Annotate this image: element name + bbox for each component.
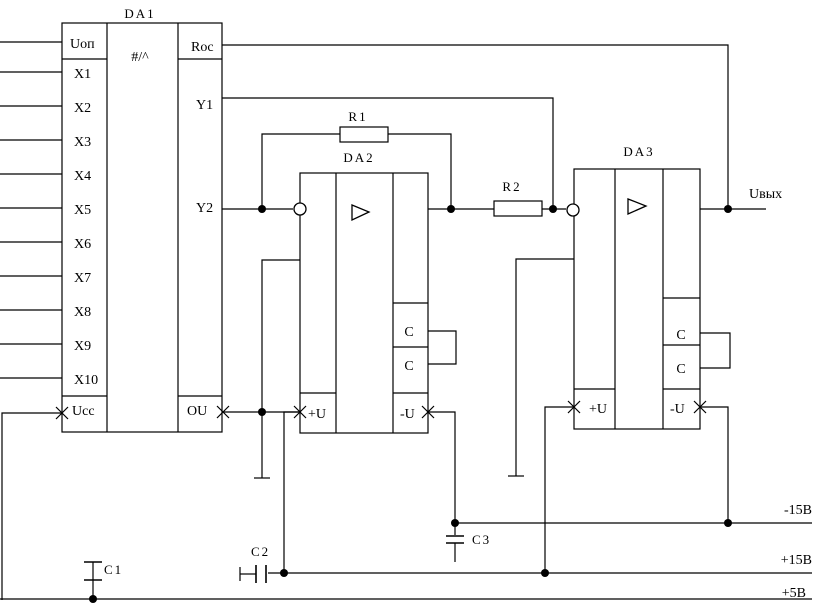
da2-c1: C	[404, 325, 413, 340]
pin-y2: Y2	[196, 201, 213, 216]
output-label: Uвых	[749, 187, 782, 202]
da1-symbol: #/^	[131, 50, 149, 65]
capacitor-c1: C1	[84, 561, 123, 581]
pin-y1: Y1	[196, 98, 213, 113]
junction-dots	[89, 205, 732, 603]
da1-title: DA1	[124, 6, 155, 21]
da1-right-pins: Roc Y1 Y2 OU	[187, 40, 230, 419]
pin-x1: X1	[74, 67, 91, 82]
r1-label: R1	[348, 109, 367, 124]
rail-neg15-label: -15В	[784, 503, 812, 518]
pin-x8: X8	[74, 305, 91, 320]
da2-inverting-input	[293, 202, 307, 216]
capacitor-c2: C2	[239, 544, 270, 583]
junction-dot	[258, 408, 266, 416]
da2-opamp: DA2 C C +U -U	[293, 150, 457, 434]
pin-roc: Roc	[191, 40, 214, 55]
resistor-r2: R2	[493, 179, 543, 217]
pin-x9: X9	[74, 339, 91, 354]
da1-left-pins: Uоп X1 X2 X3 X4 X5 X6 X7 X8 X9 X10 Ucc	[0, 37, 98, 600]
junction-dot	[258, 205, 266, 213]
da3-inverting-input	[566, 203, 580, 217]
pin-x4: X4	[74, 169, 91, 184]
junction-dot	[280, 569, 288, 577]
rail-pos15-label: +15В	[781, 553, 812, 568]
pin-ou: OU	[187, 404, 207, 419]
da3-amplifier-symbol	[627, 198, 648, 216]
da2-minus-u: -U	[400, 407, 415, 422]
r2-label: R2	[502, 179, 521, 194]
rail-pos5-label: +5В	[782, 586, 806, 601]
junction-dot	[451, 519, 459, 527]
da2-c2: C	[404, 359, 413, 374]
junction-dot	[89, 595, 97, 603]
junction-dot	[447, 205, 455, 213]
junction-dot	[549, 205, 557, 213]
c2-label: C2	[251, 544, 270, 559]
c1-label: C1	[104, 562, 123, 577]
pin-x3: X3	[74, 135, 91, 150]
pin-x6: X6	[74, 237, 91, 252]
pin-x10: X10	[74, 373, 98, 388]
da3-opamp: DA3 C C +U -U	[567, 144, 731, 430]
junction-dot	[541, 569, 549, 577]
resistor-r1: R1	[339, 109, 389, 143]
da3-c1: C	[676, 328, 685, 343]
c3-label: C3	[472, 532, 491, 547]
capacitor-c3: C3	[446, 532, 491, 547]
junction-dot	[724, 519, 732, 527]
da1-chip: DA1 #/^	[61, 6, 223, 433]
pin-x2: X2	[74, 101, 91, 116]
da3-c2: C	[676, 362, 685, 377]
da2-amplifier-symbol	[351, 204, 371, 222]
pin-x5: X5	[74, 203, 91, 218]
pin-uop: Uоп	[70, 37, 95, 52]
da3-minus-u: -U	[670, 402, 685, 417]
da3-title: DA3	[623, 144, 654, 159]
pin-ucc: Ucc	[72, 404, 95, 419]
pin-x7: X7	[74, 271, 91, 286]
junction-dot	[724, 205, 732, 213]
wires	[0, 44, 812, 600]
da2-plus-u: +U	[308, 407, 326, 422]
da2-title: DA2	[343, 150, 374, 165]
da3-plus-u: +U	[589, 402, 607, 417]
